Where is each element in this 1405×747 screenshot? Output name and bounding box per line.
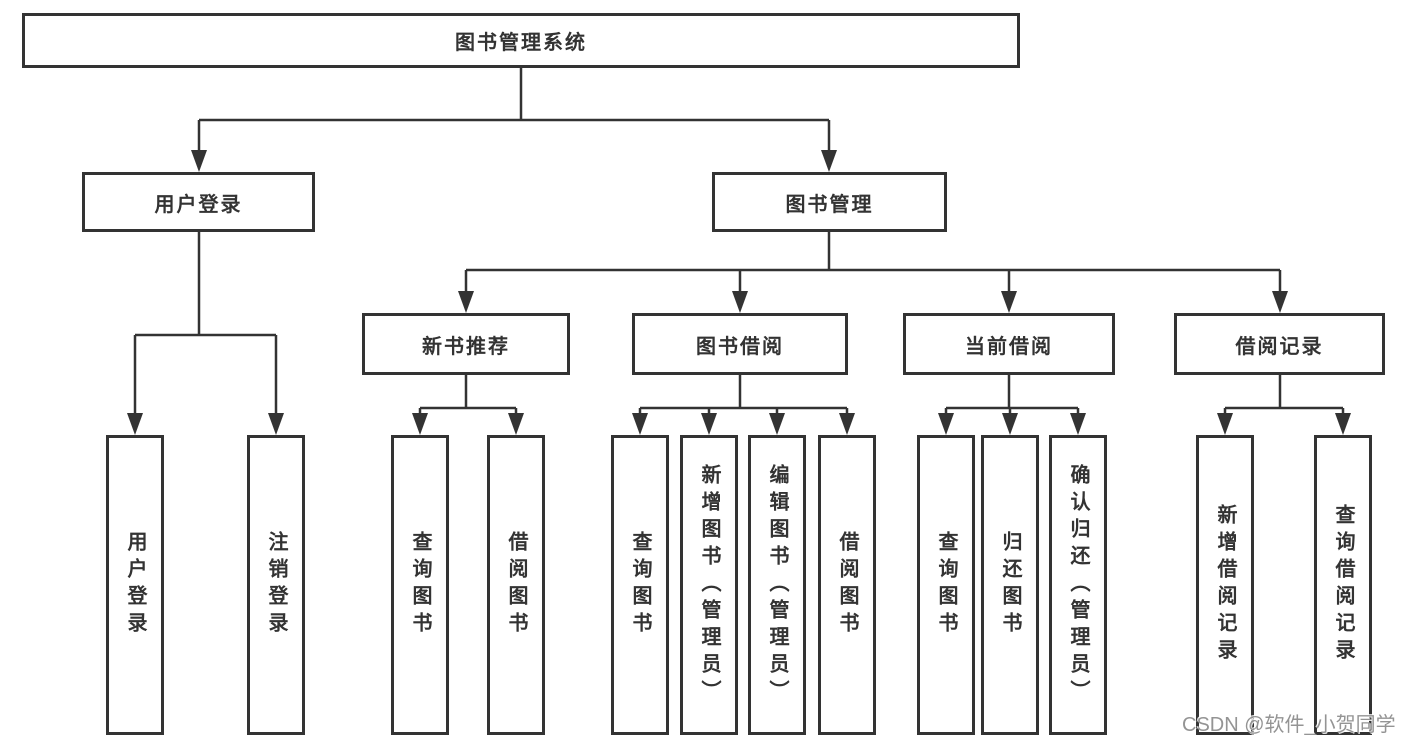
leaf-query-books-1-label: 查询图书 [409, 531, 431, 639]
connector-lines [133, 68, 1345, 416]
node-new-book-recommend: 新书推荐 [362, 313, 570, 375]
leaf-query-borrow-record-label: 查询借阅记录 [1332, 504, 1354, 666]
node-new-book-recommend-label: 新书推荐 [422, 335, 510, 358]
leaf-edit-book-admin-label: 编辑图书（管理员） [766, 463, 788, 707]
leaf-borrow-books-1-label: 借阅图书 [505, 531, 527, 639]
leaf-return-book-label: 归还图书 [999, 531, 1021, 639]
leaf-query-books-2: 查询图书 [611, 435, 669, 735]
node-borrow-records-label: 借阅记录 [1235, 335, 1324, 358]
leaf-user-login: 用户登录 [106, 435, 164, 735]
node-book-borrow-label: 图书借阅 [696, 335, 784, 358]
leaf-logout-label: 注销登录 [265, 531, 287, 639]
leaf-add-book-admin-label: 新增图书（管理员） [698, 463, 720, 707]
leaf-add-borrow-record: 新增借阅记录 [1196, 435, 1254, 735]
leaf-borrow-books-2-label: 借阅图书 [836, 531, 858, 639]
leaf-user-login-label: 用户登录 [124, 531, 146, 639]
arrowheads [127, 150, 1351, 435]
leaf-borrow-books-1: 借阅图书 [487, 435, 545, 735]
leaf-logout: 注销登录 [247, 435, 305, 735]
node-root-label: 图书管理系统 [455, 32, 587, 54]
leaf-edit-book-admin: 编辑图书（管理员） [748, 435, 806, 735]
node-user-login-label: 用户登录 [154, 193, 243, 216]
leaf-query-books-3: 查询图书 [917, 435, 975, 735]
leaf-query-books-3-label: 查询图书 [935, 531, 957, 639]
leaf-add-borrow-record-label: 新增借阅记录 [1214, 504, 1236, 666]
leaf-query-books-1: 查询图书 [391, 435, 449, 735]
leaf-confirm-return-admin: 确认归还（管理员） [1049, 435, 1107, 735]
leaf-query-borrow-record: 查询借阅记录 [1314, 435, 1372, 735]
node-borrow-records: 借阅记录 [1174, 313, 1385, 375]
leaf-add-book-admin: 新增图书（管理员） [680, 435, 738, 735]
node-user-login: 用户登录 [82, 172, 315, 232]
leaf-confirm-return-admin-label: 确认归还（管理员） [1067, 463, 1089, 707]
node-book-borrow: 图书借阅 [632, 313, 848, 375]
leaf-borrow-books-2: 借阅图书 [818, 435, 876, 735]
node-root: 图书管理系统 [22, 13, 1020, 68]
node-current-borrow: 当前借阅 [903, 313, 1115, 375]
node-current-borrow-label: 当前借阅 [965, 335, 1053, 358]
node-book-management: 图书管理 [712, 172, 947, 232]
leaf-query-books-2-label: 查询图书 [629, 531, 651, 639]
leaf-return-book: 归还图书 [981, 435, 1039, 735]
node-book-management-label: 图书管理 [785, 193, 874, 216]
csdn-watermark: CSDN @软件_小贺同学 [1182, 714, 1396, 736]
